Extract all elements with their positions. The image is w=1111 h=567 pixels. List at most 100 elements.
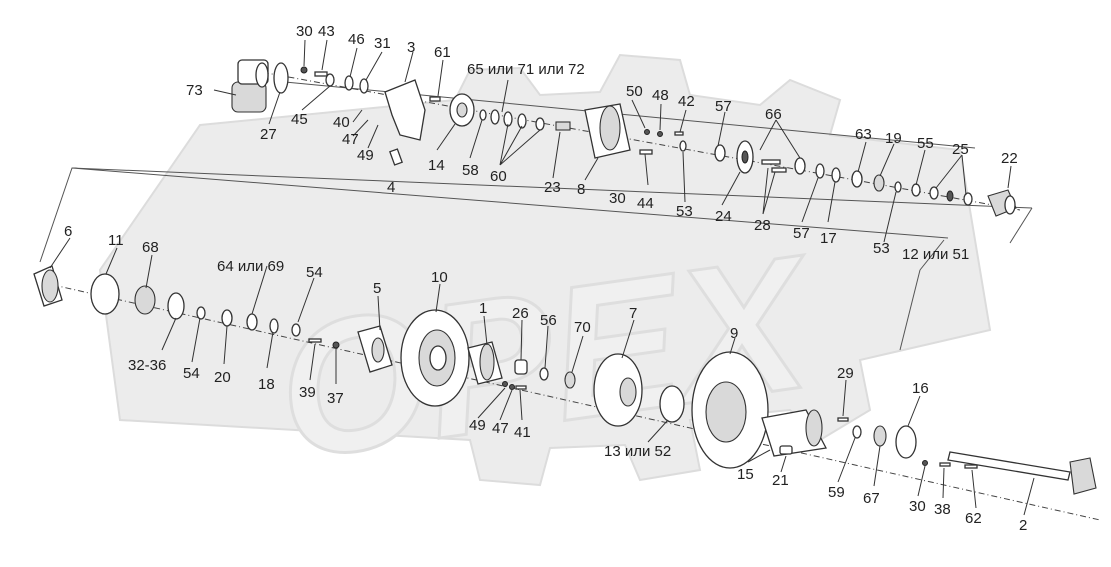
part-54a bbox=[196, 306, 206, 320]
label-28: 28 bbox=[754, 217, 771, 234]
frame-lines bbox=[39, 81, 1033, 351]
part-60-a bbox=[517, 113, 527, 129]
label-10: 10 bbox=[431, 269, 448, 286]
part-57b bbox=[815, 163, 825, 179]
label-49-bottom: 49 bbox=[469, 417, 486, 434]
part-49b bbox=[502, 381, 508, 387]
part-24-disk bbox=[736, 140, 754, 174]
label-55: 55 bbox=[917, 135, 934, 152]
part-15-tube bbox=[761, 409, 827, 457]
label-73: 73 bbox=[186, 82, 203, 99]
label-49-top: 49 bbox=[357, 147, 374, 164]
label-15: 15 bbox=[737, 466, 754, 483]
part-66a bbox=[794, 157, 806, 175]
label-58: 58 bbox=[462, 162, 479, 179]
label-29: 29 bbox=[837, 365, 854, 382]
label-60: 60 bbox=[490, 168, 507, 185]
label-43: 43 bbox=[318, 23, 335, 40]
label-7: 7 bbox=[629, 305, 637, 322]
label-47-top: 47 bbox=[342, 131, 359, 148]
part-14-hub bbox=[449, 93, 475, 127]
part-30a bbox=[300, 66, 308, 74]
part-28a bbox=[761, 159, 781, 165]
label-6: 6 bbox=[64, 223, 72, 240]
label-59: 59 bbox=[828, 484, 845, 501]
label-41: 41 bbox=[514, 424, 531, 441]
part-59 bbox=[852, 425, 862, 439]
label-62: 62 bbox=[965, 510, 982, 527]
part-67 bbox=[873, 425, 887, 447]
part-41 bbox=[515, 385, 527, 390]
label-31: 31 bbox=[374, 35, 391, 52]
label-67: 67 bbox=[863, 490, 880, 507]
part-44 bbox=[639, 149, 653, 155]
part-42 bbox=[674, 131, 684, 136]
part-27 bbox=[273, 62, 289, 94]
part-65-71-72-a bbox=[490, 109, 500, 125]
label-46: 46 bbox=[348, 31, 365, 48]
part-30c bbox=[922, 460, 928, 466]
label-11: 11 bbox=[108, 232, 124, 249]
label-23: 23 bbox=[544, 179, 561, 196]
part-4-pin bbox=[389, 148, 403, 166]
part-8-drum bbox=[584, 103, 631, 159]
label-42: 42 bbox=[678, 93, 695, 110]
label-57-top: 57 bbox=[715, 98, 732, 115]
assembly-frame bbox=[39, 69, 1101, 521]
label-53-right: 53 bbox=[873, 240, 890, 257]
label-21: 21 bbox=[772, 472, 789, 489]
label-2: 2 bbox=[1019, 517, 1027, 534]
label-8: 8 bbox=[577, 181, 585, 198]
part-2-shaft bbox=[947, 451, 1097, 495]
part-50 bbox=[644, 129, 650, 135]
label-70: 70 bbox=[574, 319, 591, 336]
label-63: 63 bbox=[855, 126, 872, 143]
label-44: 44 bbox=[637, 195, 654, 212]
label-13-52: 13 или 52 bbox=[604, 443, 671, 460]
part-62 bbox=[964, 464, 978, 469]
label-57-bottom: 57 bbox=[793, 225, 810, 242]
part-56 bbox=[539, 367, 549, 381]
part-12-51 bbox=[946, 190, 954, 202]
label-38: 38 bbox=[934, 501, 951, 518]
part-19 bbox=[873, 174, 885, 192]
label-40: 40 bbox=[333, 114, 350, 131]
part-48 bbox=[657, 131, 663, 137]
part-73-hydromotor bbox=[231, 59, 269, 113]
part-18 bbox=[269, 318, 279, 334]
part-53a bbox=[679, 140, 687, 152]
part-55 bbox=[911, 183, 921, 197]
label-22: 22 bbox=[1001, 150, 1018, 167]
label-3: 3 bbox=[407, 39, 415, 56]
part-23 bbox=[555, 121, 571, 131]
part-46 bbox=[344, 75, 354, 91]
upper-row-parts bbox=[231, 59, 1017, 217]
label-17: 17 bbox=[820, 230, 837, 247]
label-20: 20 bbox=[214, 369, 231, 386]
lower-row-parts bbox=[33, 265, 1097, 495]
label-1: 1 bbox=[479, 300, 487, 317]
part-25a bbox=[929, 186, 939, 200]
label-25: 25 bbox=[952, 141, 969, 158]
part-53b bbox=[894, 181, 902, 193]
part-13-52-ring bbox=[659, 385, 685, 423]
part-57a bbox=[714, 144, 726, 162]
part-11-ring bbox=[90, 273, 120, 315]
label-14: 14 bbox=[428, 157, 445, 174]
label-66: 66 bbox=[765, 106, 782, 123]
label-32-36: 32-36 bbox=[128, 357, 166, 374]
part-65-71-72-b bbox=[503, 111, 513, 127]
part-25b bbox=[963, 192, 973, 206]
part-22-nut bbox=[987, 189, 1017, 217]
label-65-71-72: 65 или 71 или 72 bbox=[467, 61, 585, 78]
label-45: 45 bbox=[291, 111, 308, 128]
label-68: 68 bbox=[142, 239, 159, 256]
part-5-hub bbox=[357, 325, 393, 373]
part-17 bbox=[831, 167, 841, 183]
part-20 bbox=[221, 309, 233, 327]
part-68 bbox=[134, 285, 156, 315]
label-24: 24 bbox=[715, 208, 732, 225]
part-3-bracket bbox=[384, 79, 426, 141]
label-39: 39 bbox=[299, 384, 316, 401]
